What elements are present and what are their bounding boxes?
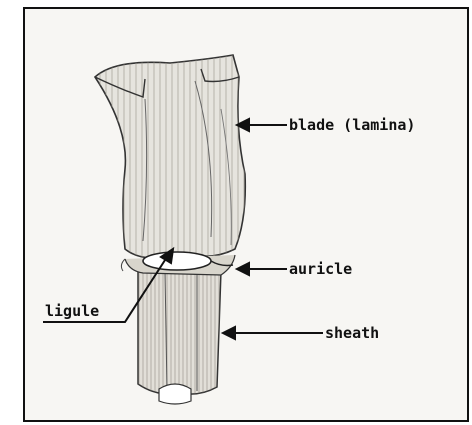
leaf-drawing bbox=[25, 9, 471, 424]
ligule-shape bbox=[143, 252, 211, 270]
blade-label: blade (lamina) bbox=[289, 118, 415, 133]
auricle-arrowhead bbox=[237, 263, 249, 275]
sheath-arrowhead bbox=[223, 327, 235, 339]
leaf-diagram-frame: blade (lamina) auricle ligule sheath bbox=[23, 7, 469, 422]
sheath-label: sheath bbox=[325, 326, 379, 341]
blade-shape bbox=[95, 55, 245, 258]
auricle-label: auricle bbox=[289, 262, 352, 277]
sheath-shape bbox=[138, 267, 221, 404]
ligule-label: ligule bbox=[45, 304, 99, 319]
